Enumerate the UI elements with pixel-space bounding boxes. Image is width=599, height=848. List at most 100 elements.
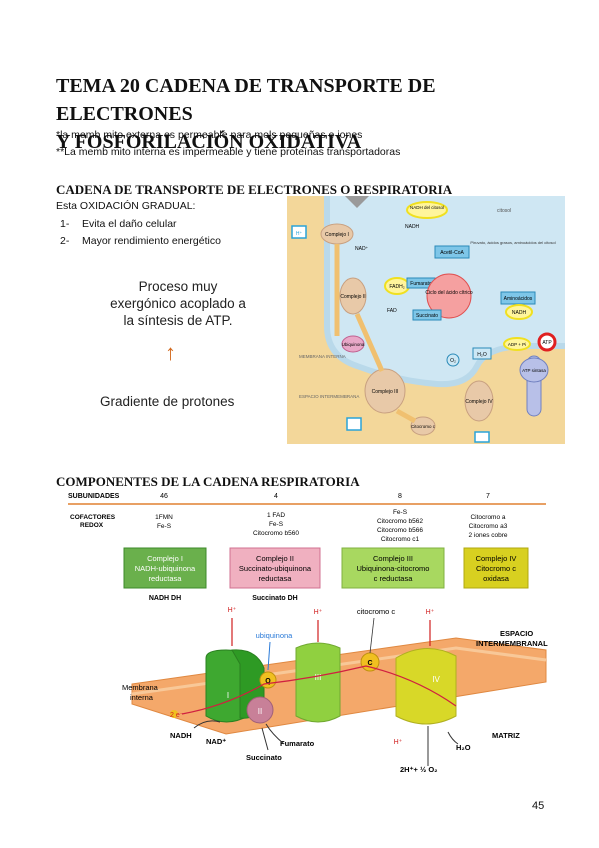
atp-synthase-head bbox=[519, 357, 549, 383]
electron-dot bbox=[170, 710, 178, 718]
complex-1-desc: NADH-ubiquinona bbox=[135, 564, 196, 573]
section1-heading: CADENA DE TRANSPORTE DE ELECTRONES O RES… bbox=[56, 182, 453, 197]
cofactor-item: Citocromo a3 bbox=[469, 523, 508, 530]
nadh-2-label: NADH bbox=[512, 310, 527, 316]
page-number: 45 bbox=[532, 800, 545, 812]
complex-3-box bbox=[341, 547, 445, 589]
list-item-number: 2- bbox=[60, 235, 70, 247]
cofactor-item: Citocromo b560 bbox=[253, 530, 299, 537]
membrane-label-2: interna bbox=[130, 693, 154, 702]
cytochrome-c-shape bbox=[410, 416, 436, 436]
complex-1-roman: I bbox=[227, 691, 229, 700]
h-plus-box-2 bbox=[346, 417, 362, 431]
complex-2-protein bbox=[246, 696, 274, 724]
h2o-label: H₂O bbox=[477, 352, 487, 358]
complex-3-label: Complejo III bbox=[372, 389, 399, 395]
redox-label: REDOX bbox=[80, 522, 104, 529]
process-text: Proceso muy exergónico acoplado a la sín… bbox=[110, 279, 246, 328]
complex-1-desc: reductasa bbox=[149, 574, 183, 583]
complex-4-desc: Citocromo c bbox=[476, 564, 516, 573]
cofactor-item: Citocromo b566 bbox=[377, 527, 423, 534]
acetyl-coa-box bbox=[434, 245, 470, 259]
h-plus-label: H⁺ bbox=[426, 609, 435, 616]
amino-acids-label: Aminoácidos bbox=[504, 296, 533, 302]
complex-4-box bbox=[463, 547, 529, 589]
ubiquinone-shape bbox=[341, 335, 365, 353]
matrix-label: MATRIZ bbox=[492, 731, 520, 740]
intermembrane-label-2: INTERMEMBRANAL bbox=[476, 639, 548, 648]
complex-4-desc: oxidasa bbox=[483, 574, 510, 583]
list-item-text: Evita el daño celular bbox=[82, 218, 177, 230]
complex-4-shape bbox=[464, 380, 494, 422]
h-plus-label: H⁺ bbox=[296, 231, 303, 237]
fadh2-label: FADH₂ bbox=[389, 284, 404, 290]
section1-intro: Esta OXIDACIÓN GRADUAL: bbox=[56, 200, 196, 212]
page-title: TEMA 20 CADENA DE TRANSPORTE DE ELECTRON… bbox=[56, 72, 576, 156]
complex-1-label: Complejo I bbox=[325, 232, 349, 238]
complex-2-roman: II bbox=[258, 707, 262, 716]
h2o-box bbox=[472, 347, 492, 360]
list-item-number: 1- bbox=[60, 218, 70, 230]
complex-3-protein bbox=[295, 642, 341, 723]
mitochondria-figure: H⁺ Complejo I NADH del citosol citosol N… bbox=[287, 196, 565, 444]
membrane-label-1: Membrana bbox=[122, 683, 159, 692]
cytochrome-c-label: citocromo c bbox=[357, 607, 396, 616]
gradient-text: Gradiente de protones bbox=[100, 394, 235, 409]
cofactors-label: COFACTORES bbox=[70, 514, 116, 521]
nad-label: NAD⁺ bbox=[206, 737, 226, 746]
nadh-label: NADH bbox=[405, 224, 420, 230]
list-item: 2-Mayor rendimiento energético bbox=[60, 235, 221, 247]
cofactor-item: Fe-S bbox=[393, 509, 408, 516]
citric-cycle-circle bbox=[426, 273, 472, 319]
succinate-label: Succinato bbox=[246, 753, 282, 762]
nad-plus-label: NAD⁺ bbox=[355, 246, 369, 252]
o2-label: O₂ bbox=[450, 358, 456, 364]
succinate-box bbox=[412, 309, 442, 321]
complex-2-label: Complejo II bbox=[340, 294, 365, 300]
complex-4-roman: IV bbox=[432, 675, 440, 684]
subunits-value: 8 bbox=[398, 493, 402, 500]
complex-2-desc: Succinato-ubiquinona bbox=[239, 564, 312, 573]
complex-4-label: Complejo IV bbox=[465, 399, 493, 405]
cytochrome-c-label: Citocromo c bbox=[411, 424, 436, 429]
fad-label: FAD bbox=[387, 308, 397, 314]
complex-1-name: Complejo I bbox=[147, 554, 183, 563]
atp-highlight bbox=[537, 332, 557, 352]
cofactor-item: Citocromo c1 bbox=[381, 536, 420, 543]
fumarate-label: Fumarato bbox=[410, 281, 432, 287]
adp-highlight bbox=[503, 337, 531, 351]
acetyl-coa-label: Acetil-CoA bbox=[440, 250, 464, 256]
succinate-dh-label: Succinato DH bbox=[252, 595, 298, 602]
respiratory-chain-figure: SUBUNIDADES 46 4 8 7 COFACTORES REDOX 1F… bbox=[68, 493, 548, 774]
atp-label: ATP bbox=[542, 340, 552, 346]
cofactor-item: 1 FAD bbox=[267, 512, 285, 519]
complex-4-protein bbox=[395, 647, 457, 725]
cytosol-label: citosol bbox=[497, 208, 511, 214]
complex-2-box bbox=[229, 547, 321, 589]
adp-label: ADP + Pi bbox=[508, 342, 526, 347]
ubiquinone-label: ubiquinona bbox=[256, 631, 294, 640]
nadh-label: NADH bbox=[170, 731, 192, 740]
h-plus-box-3 bbox=[474, 431, 490, 443]
subunits-value: 46 bbox=[160, 493, 168, 500]
cofactor-item: 1FMN bbox=[155, 514, 173, 521]
intermembrane-label: ESPACIO INTERMEMBRANA bbox=[299, 394, 359, 399]
title-line-1: TEMA 20 CADENA DE TRANSPORTE DE ELECTRON… bbox=[56, 75, 436, 125]
c-label: C bbox=[367, 660, 372, 667]
h-plus-label: H⁺ bbox=[228, 607, 237, 614]
complex-3-desc: c reductasa bbox=[374, 574, 414, 583]
complex-2-name: Complejo II bbox=[256, 554, 294, 563]
nadh-cytosol-highlight bbox=[406, 201, 448, 219]
h-plus-label: H⁺ bbox=[394, 739, 403, 746]
list-item: 1- Evita el daño celular bbox=[60, 218, 177, 230]
complex-1-box bbox=[123, 547, 207, 589]
nadh-cytosol-label: NADH del citosol bbox=[410, 205, 444, 210]
top-triangle bbox=[345, 196, 369, 208]
nadh-highlight bbox=[505, 304, 533, 320]
electron-path bbox=[181, 665, 457, 715]
pyruvate-label: Piruvato, ácidos grasos, aminoácidos del… bbox=[470, 240, 555, 245]
subunits-label: SUBUNIDADES bbox=[68, 493, 120, 500]
title-line-2: Y FOSFORILACIÓN OXIDATIVA bbox=[56, 131, 362, 153]
reaction-label: 2H⁺+ ½ O₂ bbox=[400, 765, 438, 774]
subunits-value: 7 bbox=[486, 493, 490, 500]
